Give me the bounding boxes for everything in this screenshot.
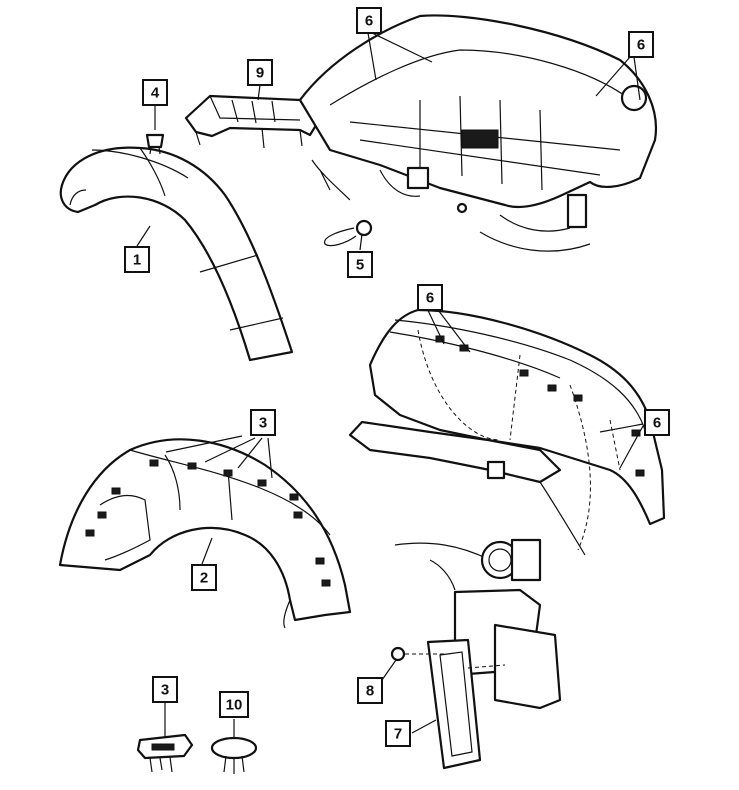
fender-flare-front	[59, 146, 294, 362]
callout-6-top-right: 6	[628, 31, 654, 58]
svg-text:5: 5	[356, 257, 364, 274]
svg-text:10: 10	[226, 697, 243, 714]
svg-text:6: 6	[365, 13, 373, 30]
callout-8: 8	[357, 677, 383, 704]
step-pad-assembly	[390, 538, 562, 770]
svg-text:6: 6	[637, 37, 645, 54]
grommet-detail	[210, 736, 258, 774]
callout-3-detail: 3	[152, 676, 178, 703]
svg-text:3: 3	[259, 415, 267, 432]
callout-2: 2	[191, 564, 217, 591]
rear-bumper-fascia	[348, 308, 666, 556]
fender-flare-rear	[58, 438, 352, 629]
support-bracket	[184, 94, 320, 149]
callout-4: 4	[142, 79, 168, 106]
svg-text:6: 6	[426, 290, 434, 307]
svg-text:2: 2	[200, 570, 208, 587]
front-bumper-assembly	[298, 14, 658, 252]
callout-7: 7	[385, 720, 411, 747]
flare-clips	[85, 459, 331, 587]
svg-text:4: 4	[151, 85, 160, 102]
callout-9: 9	[247, 59, 273, 86]
callout-6-mid-right: 6	[644, 409, 670, 436]
callout-5: 5	[347, 251, 373, 278]
svg-text:1: 1	[133, 252, 141, 269]
svg-text:9: 9	[256, 65, 264, 82]
svg-text:6: 6	[653, 415, 661, 432]
callout-10: 10	[219, 691, 249, 718]
push-clip	[145, 133, 165, 155]
callout-1: 1	[124, 246, 150, 273]
callout-6-top-left: 6	[356, 7, 382, 34]
svg-text:8: 8	[366, 683, 374, 700]
fascia-clips	[435, 335, 645, 477]
callout-6-mid-top: 6	[417, 284, 443, 311]
retainer-pin	[324, 219, 373, 247]
callout-3-flare: 3	[250, 409, 276, 436]
svg-text:7: 7	[394, 726, 402, 743]
svg-text:3: 3	[161, 682, 169, 699]
clip-detail	[136, 733, 194, 773]
